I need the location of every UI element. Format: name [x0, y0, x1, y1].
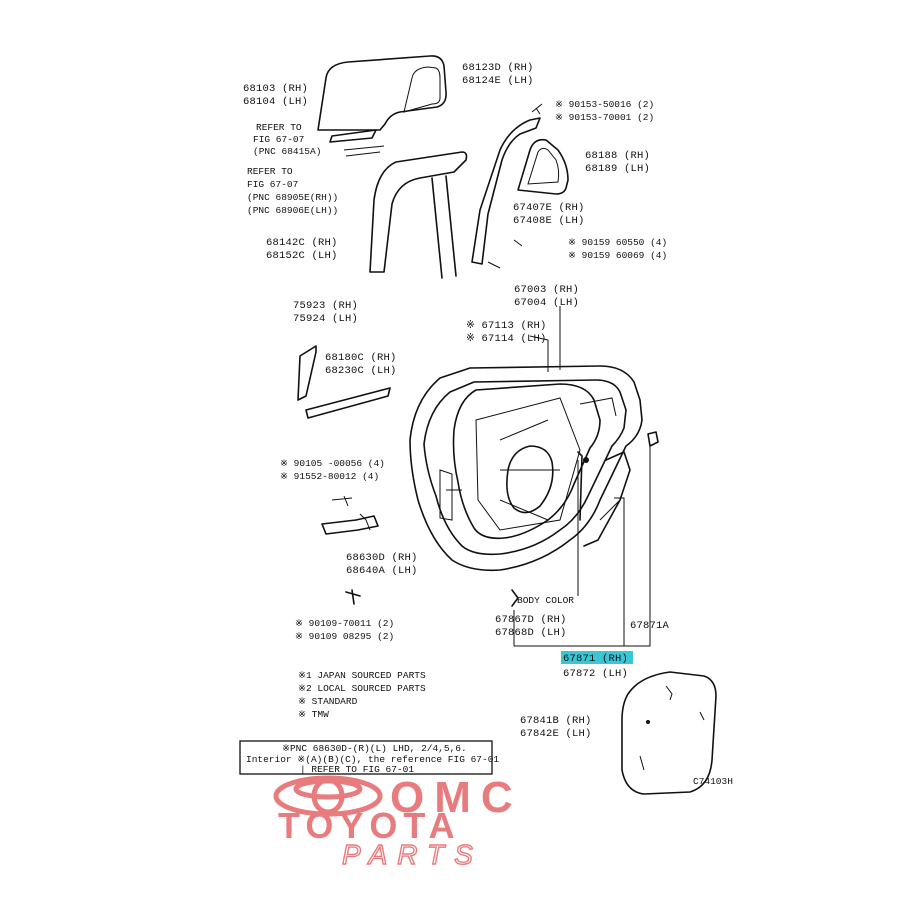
- door-outside-panel-edge: [583, 451, 631, 547]
- label-90159-2: ※ 90159 60069 (4): [568, 250, 667, 261]
- legend-local: ※2 LOCAL SOURCED PARTS: [298, 683, 426, 694]
- rear-run-channel: [471, 117, 541, 265]
- label-67872-lh: 67872 (LH): [563, 668, 628, 680]
- lower-screw: [345, 589, 361, 605]
- label-68630-rh: 68630D (RH): [346, 552, 418, 564]
- reference-box: [239, 740, 493, 775]
- quarter-glass: [517, 138, 569, 195]
- stud-screw: [577, 451, 583, 521]
- label-90153-1: ※ 90153-50016 (2): [555, 99, 654, 110]
- label-68124-lh: 68124E (LH): [462, 75, 534, 87]
- label-67004-lh: 67004 (LH): [514, 297, 579, 309]
- label-67113-rh: ※ 67113 (RH): [466, 320, 547, 332]
- window-regulator-frame: [475, 397, 581, 531]
- label-body-color: BODY COLOR: [517, 595, 574, 606]
- label-67408-lh: 67408E (LH): [513, 215, 585, 227]
- label-68640-lh: 68640A (LH): [346, 565, 418, 577]
- door-frame-garnish: [297, 345, 317, 401]
- label-90159-1: ※ 90159 60550 (4): [568, 237, 667, 248]
- refer-b-line1: REFER TO: [247, 166, 293, 177]
- toyota-emblem: [273, 775, 383, 817]
- regulator-cutout: [506, 445, 554, 514]
- label-67871-rh[interactable]: 67871 (RH): [563, 653, 628, 665]
- label-67871a: 67871A: [630, 620, 670, 632]
- refer-a-line3: (PNC 68415A): [253, 146, 321, 157]
- legend-standard: ※ STANDARD: [298, 696, 358, 707]
- door-inner-details: [439, 397, 621, 521]
- rear-door-panel-inner: [423, 379, 627, 556]
- label-68188-rh: 68188 (RH): [585, 150, 650, 162]
- label-90109-1: ※ 90109-70011 (2): [295, 618, 394, 629]
- reference-box-line1: ※PNC 68630D-(R)(L) LHD, 2/4,5,6.: [282, 743, 467, 754]
- label-67407-rh: 67407E (RH): [513, 202, 585, 214]
- callout-67871: [514, 444, 651, 647]
- label-68142-rh: 68142C (RH): [266, 237, 338, 249]
- refer-a-line1: REFER TO: [256, 122, 302, 133]
- label-68189-lh: 68189 (LH): [585, 163, 650, 175]
- label-67842-lh: 67842E (LH): [520, 728, 592, 740]
- belt-moulding-outer: [329, 129, 377, 143]
- clip-screw: [511, 589, 519, 607]
- label-68230-lh: 68230C (LH): [325, 365, 397, 377]
- reference-box-line2: Interior ※(A)(B)(C), the reference FIG 6…: [246, 754, 499, 765]
- belt-weatherstrip: [305, 387, 391, 419]
- refer-b-line4: (PNC 68906E(LH)): [247, 205, 338, 216]
- division-bar: [431, 175, 457, 279]
- screw-mid: [487, 239, 523, 269]
- quarter-glass-inner: [527, 147, 560, 185]
- label-91552: ※ 91552-80012 (4): [280, 471, 379, 482]
- label-68180-rh: 68180C (RH): [325, 352, 397, 364]
- label-90153-2: ※ 90153-70001 (2): [555, 112, 654, 123]
- label-68103-rh: 68103 (RH): [243, 83, 308, 95]
- label-67867-rh: 67867D (RH): [495, 614, 567, 626]
- label-67003-rh: 67003 (RH): [514, 284, 579, 296]
- watermark-parts: PARTS: [342, 839, 483, 870]
- refer-b-line2: FIG 67-07: [247, 179, 298, 190]
- highlight-67871: [561, 651, 633, 664]
- refer-b-line3: (PNC 68905E(RH)): [247, 192, 338, 203]
- label-68104-lh: 68104 (LH): [243, 96, 308, 108]
- callout-67871a: [614, 497, 625, 646]
- door-glass-upper-inner: [403, 66, 441, 113]
- door-service-hole-cover: [621, 671, 717, 795]
- clip-top-right: [647, 431, 659, 447]
- label-75924-lh: 75924 (LH): [293, 313, 358, 325]
- reference-box-line3: | REFER TO FIG 67-01: [300, 764, 414, 775]
- label-68152-lh: 68152C (LH): [266, 250, 338, 262]
- label-90105: ※ 90105 -00056 (4): [280, 458, 385, 469]
- door-glass-upper: [317, 55, 447, 131]
- service-cover-hole: [646, 720, 650, 724]
- screw-top: [531, 103, 543, 115]
- window-run-channel: [369, 151, 468, 273]
- callout-67113: [529, 335, 549, 372]
- belt-moulding-clips: [343, 145, 385, 157]
- door-check-arm: [321, 515, 379, 535]
- legend-japan: ※1 JAPAN SOURCED PARTS: [298, 670, 426, 681]
- door-opening-weatherstrip: [452, 383, 601, 540]
- legend-tmw: ※ TMW: [298, 709, 329, 720]
- label-75923-rh: 75923 (RH): [293, 300, 358, 312]
- label-67868-lh: 67868D (LH): [495, 627, 567, 639]
- label-90109-2: ※ 90109 08295 (2): [295, 631, 394, 642]
- refer-a-line2: FIG 67-07: [253, 134, 304, 145]
- rear-door-panel: [409, 365, 643, 572]
- watermark-omc: OMC: [390, 773, 523, 822]
- service-cover-details: [639, 685, 705, 771]
- label-67841-rh: 67841B (RH): [520, 715, 592, 727]
- figure-code: C74103H: [693, 776, 733, 787]
- door-bolt: [583, 457, 589, 463]
- label-67114-lh: ※ 67114 (LH): [466, 333, 547, 345]
- label-68123-rh: 68123D (RH): [462, 62, 534, 74]
- watermark-toyota: TOYOTA: [278, 805, 461, 846]
- door-check-bolts: [331, 495, 371, 531]
